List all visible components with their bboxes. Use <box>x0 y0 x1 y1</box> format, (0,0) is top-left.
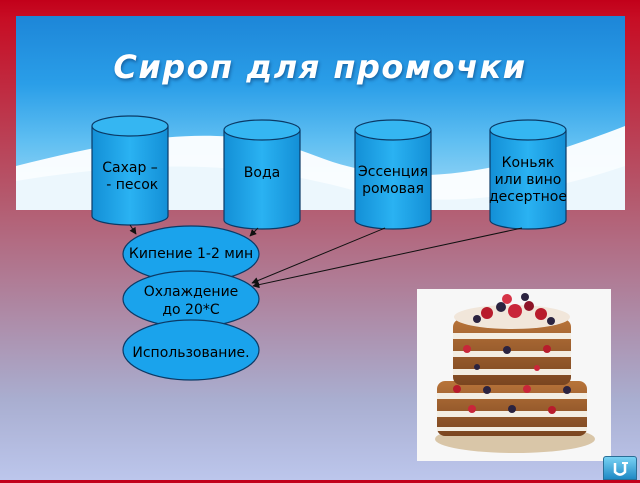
ingredient-water-label: Вода <box>224 165 300 182</box>
cylinder-essence <box>354 119 432 230</box>
return-button[interactable] <box>603 456 637 480</box>
ingredient-essence-line1: Эссенция <box>358 164 428 180</box>
step-boiling-label: Кипение 1-2 мин <box>128 246 254 262</box>
ingredient-sugar-label: Сахар – - песок <box>92 160 168 194</box>
cake-photo <box>417 289 611 461</box>
arrow-cognac-to-cooling <box>252 227 523 289</box>
arrow-water-to-boiling <box>249 227 259 237</box>
ingredient-cognac-line3: десертное <box>489 189 567 205</box>
cylinder-sugar <box>91 115 169 226</box>
ingredient-water-line1: Вода <box>243 165 281 181</box>
cylinder-cognac <box>489 119 567 230</box>
ingredient-sugar-line2: - песок <box>101 177 159 193</box>
step-usage-ellipse <box>122 319 260 381</box>
page-title: Сироп для промочки <box>113 48 527 86</box>
arrow-sugar-to-boiling <box>129 224 137 235</box>
cylinder-water <box>223 119 301 230</box>
layered-cake-image <box>435 293 595 453</box>
ingredient-essence-line2: ромовая <box>362 181 424 197</box>
ingredient-cognac-line1: Коньяк <box>501 155 555 171</box>
ingredient-cognac-label: Коньяк или вино десертное <box>478 155 578 206</box>
step-cooling-line1: Охлаждение <box>143 284 239 300</box>
step-usage-label: Использование. <box>132 345 250 361</box>
ingredient-cognac-line2: или вино <box>494 172 562 188</box>
step-cooling-line2: до 20*С <box>162 302 220 318</box>
return-arrow-icon <box>613 462 628 476</box>
step-cooling-label: Охлаждение до 20*С <box>123 283 259 319</box>
arrow-essence-to-cooling <box>251 227 386 284</box>
ingredient-essence-label: Эссенция ромовая <box>345 164 441 198</box>
ingredient-sugar-line1: Сахар – <box>102 160 158 176</box>
